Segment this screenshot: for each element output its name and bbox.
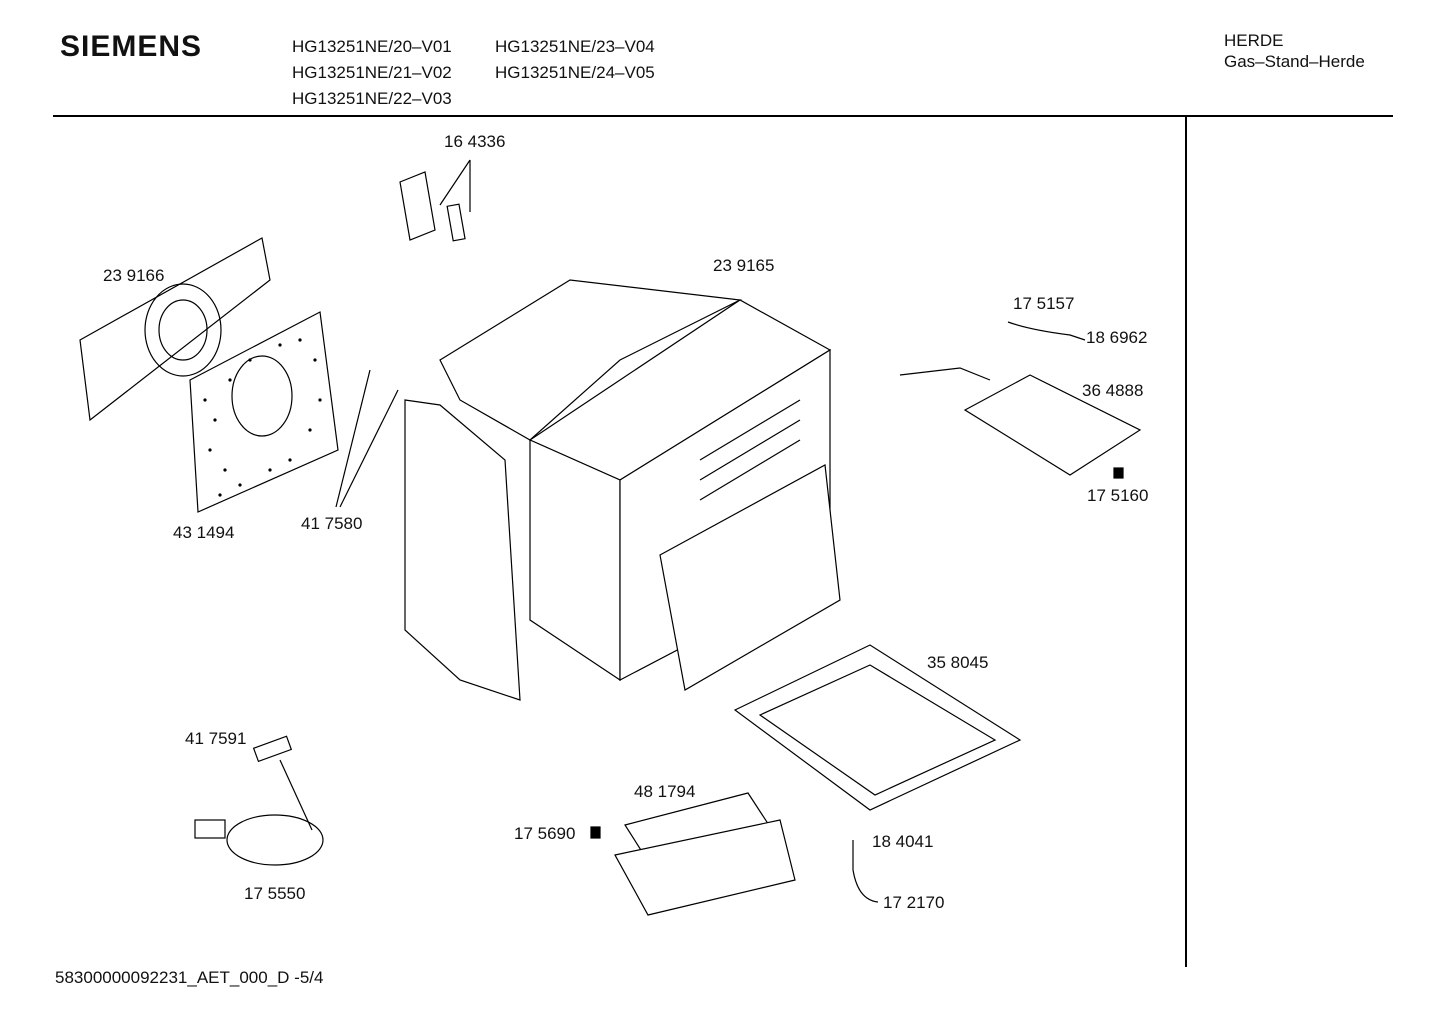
burner-drawing — [614, 792, 796, 916]
side-insulation-drawing — [404, 399, 521, 701]
door-frame-drawing — [659, 464, 841, 691]
part-number-label: 23 9166 — [103, 266, 165, 285]
part-number-label: 35 8045 — [927, 653, 989, 672]
header-divider — [53, 115, 1393, 117]
part-number-label: 43 1494 — [173, 523, 235, 542]
insulation-mat-drawing — [189, 311, 339, 513]
grate-drawing — [899, 367, 1142, 476]
drip-tray-drawing — [733, 644, 1022, 811]
part-number-label: 16 4336 — [444, 132, 506, 151]
model-number: HG13251NE/23–V04 — [495, 37, 655, 56]
model-number: HG13251NE/24–V05 — [495, 63, 655, 82]
part-number-label: 36 4888 — [1082, 381, 1144, 400]
clip-icon — [1113, 467, 1124, 479]
part-number-label: 18 4041 — [872, 832, 934, 851]
document-id: 58300000092231_AET_000_D -5/4 — [55, 968, 324, 987]
side-divider — [1185, 117, 1187, 967]
sensor-drawing — [852, 840, 879, 903]
back-plate-drawing — [79, 237, 271, 422]
brand-logo: SIEMENS — [60, 30, 203, 63]
power-cable-drawing — [194, 759, 324, 866]
part-number-label: 41 7580 — [301, 514, 363, 533]
category: HERDE — [1224, 31, 1284, 50]
subcategory: Gas–Stand–Herde — [1224, 52, 1365, 71]
model-number: HG13251NE/22–V03 — [292, 89, 452, 108]
model-number: HG13251NE/20–V01 — [292, 37, 452, 56]
part-number-label: 17 5157 — [1013, 294, 1075, 313]
part-number-label: 17 5550 — [244, 884, 306, 903]
part-number-label: 18 6962 — [1086, 328, 1148, 347]
gas-valve-drawing — [399, 159, 471, 242]
terminal-block-drawing — [252, 735, 293, 763]
model-number: HG13251NE/21–V02 — [292, 63, 452, 82]
part-number-label: 17 5690 — [514, 824, 576, 843]
thermocouple-drawing — [1007, 321, 1086, 341]
part-number-label: 41 7591 — [185, 729, 247, 748]
clip-icon — [590, 826, 601, 839]
category-label: HERDE Gas–Stand–Herde — [1224, 30, 1365, 72]
part-number-label: 17 5160 — [1087, 486, 1149, 505]
part-number-label: 17 2170 — [883, 893, 945, 912]
part-number-label: 48 1794 — [634, 782, 696, 801]
part-number-label: 23 9165 — [713, 256, 775, 275]
